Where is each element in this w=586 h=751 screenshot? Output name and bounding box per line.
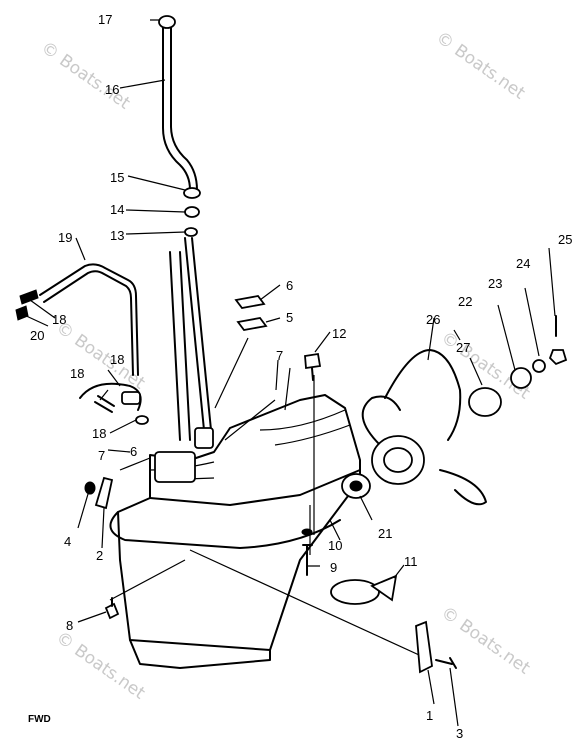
washer-part <box>184 227 198 237</box>
clip-part <box>94 395 115 413</box>
callout-18d: 18 <box>92 426 106 441</box>
left-small-parts <box>84 476 120 620</box>
callout-23: 23 <box>488 276 502 291</box>
bushing-hole <box>349 480 363 492</box>
plate-part <box>236 317 268 331</box>
callout-13: 13 <box>110 228 124 243</box>
fwd-badge: FWD <box>28 714 51 725</box>
spacer-part <box>468 387 502 417</box>
watermark: © Boats.net <box>437 603 534 679</box>
callout-4: 4 <box>64 534 71 549</box>
callout-24: 24 <box>516 256 530 271</box>
nut-part <box>548 349 568 366</box>
anti-cavitation-plate <box>109 469 361 549</box>
callout-12: 12 <box>332 326 346 341</box>
lower-case-outline <box>117 394 361 651</box>
trim-tab-fin <box>370 574 398 602</box>
callout-9: 9 <box>330 560 337 575</box>
shift-rod-upper <box>162 27 198 191</box>
seal-part <box>183 187 201 199</box>
washer-part <box>135 415 149 425</box>
callout-19: 19 <box>58 230 72 245</box>
propeller-assembly <box>361 315 568 506</box>
callout-22: 22 <box>458 294 472 309</box>
propeller-blade <box>439 469 487 506</box>
plate-part <box>234 295 266 309</box>
watermark: © Boats.net <box>52 628 149 704</box>
callout-15: 15 <box>110 170 124 185</box>
screw-part <box>15 305 29 321</box>
propeller-blade <box>384 349 462 441</box>
watermark: © Boats.net <box>52 318 149 394</box>
callout-18b: 18 <box>110 352 124 367</box>
vertical-bolts <box>301 352 322 576</box>
shift-rod-assembly <box>158 15 201 237</box>
callout-leader <box>21 19 556 727</box>
grommet-part <box>84 481 96 495</box>
water-tube-assembly <box>15 263 149 425</box>
propeller-hub-bore <box>383 447 413 473</box>
bolt-shank <box>311 367 314 381</box>
callout-20: 20 <box>30 328 44 343</box>
callout-8: 8 <box>66 618 73 633</box>
lower-case <box>109 394 361 669</box>
callout-7b: 7 <box>98 448 105 463</box>
callout-6b: 6 <box>130 444 137 459</box>
fwd-label: FWD <box>28 714 51 725</box>
callout-1: 1 <box>426 708 433 723</box>
anode-part <box>94 476 114 510</box>
propeller-blade <box>361 395 401 446</box>
callout-10: 10 <box>328 538 342 553</box>
washer-part <box>301 528 313 536</box>
callout-5: 5 <box>286 310 293 325</box>
callout-14: 14 <box>110 202 124 217</box>
shaft-bearing-part <box>194 427 214 449</box>
callout-18a: 18 <box>52 312 66 327</box>
trim-tab-and-bushing <box>330 473 398 605</box>
water-tube <box>39 263 139 376</box>
callout-leaders <box>21 19 556 727</box>
skeg <box>129 639 271 669</box>
callout-16: 16 <box>105 82 119 97</box>
callout-2: 2 <box>96 548 103 563</box>
nut-part <box>532 359 546 373</box>
callout-numbers: 1 2 3 4 5 6 6 7 7 8 9 10 11 12 13 14 15 … <box>30 12 572 741</box>
watermark: © Boats.net <box>432 28 529 104</box>
lower-anode <box>415 620 457 674</box>
washer-part <box>510 367 532 389</box>
callout-27: 27 <box>456 340 470 355</box>
watermark: © Boats.net <box>37 38 134 114</box>
anode-part <box>415 620 433 674</box>
callout-21: 21 <box>378 526 392 541</box>
callout-26: 26 <box>426 312 440 327</box>
trim-tab-part <box>330 579 380 605</box>
bolt-part <box>302 544 313 576</box>
drive-shaft <box>169 237 213 441</box>
callout-11: 11 <box>404 554 418 569</box>
bolt-part <box>435 657 457 669</box>
callout-6a: 6 <box>286 278 293 293</box>
bolt-part <box>304 352 322 370</box>
callout-3: 3 <box>456 726 463 741</box>
drive-shaft-tube <box>169 237 214 449</box>
rod-cap-part <box>158 15 176 29</box>
callout-17: 17 <box>98 12 112 27</box>
callout-18c: 18 <box>70 366 84 381</box>
callout-7a: 7 <box>276 348 283 363</box>
seal-part <box>184 206 200 218</box>
plates <box>234 295 268 331</box>
water-inlet-cover-part <box>154 451 196 483</box>
screw-part <box>19 289 39 305</box>
grommet-part <box>121 391 141 405</box>
callout-25: 25 <box>558 232 572 247</box>
